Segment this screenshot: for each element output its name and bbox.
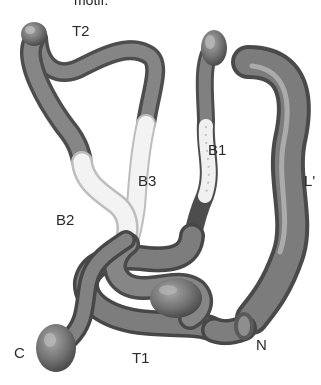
strand-n-terminus [214,312,254,340]
label-b1: B1 [208,142,226,159]
label-l-prime: L' [304,173,315,190]
label-n: N [256,337,267,354]
label-t2: T2 [72,23,90,40]
label-b3: B3 [138,173,156,190]
strand-b1 [192,30,227,238]
strand-l-prime [248,62,294,318]
label-t1: T1 [132,350,150,367]
label-b2: B2 [56,212,74,229]
label-c: C [14,345,25,362]
strand-b2 [82,162,128,240]
